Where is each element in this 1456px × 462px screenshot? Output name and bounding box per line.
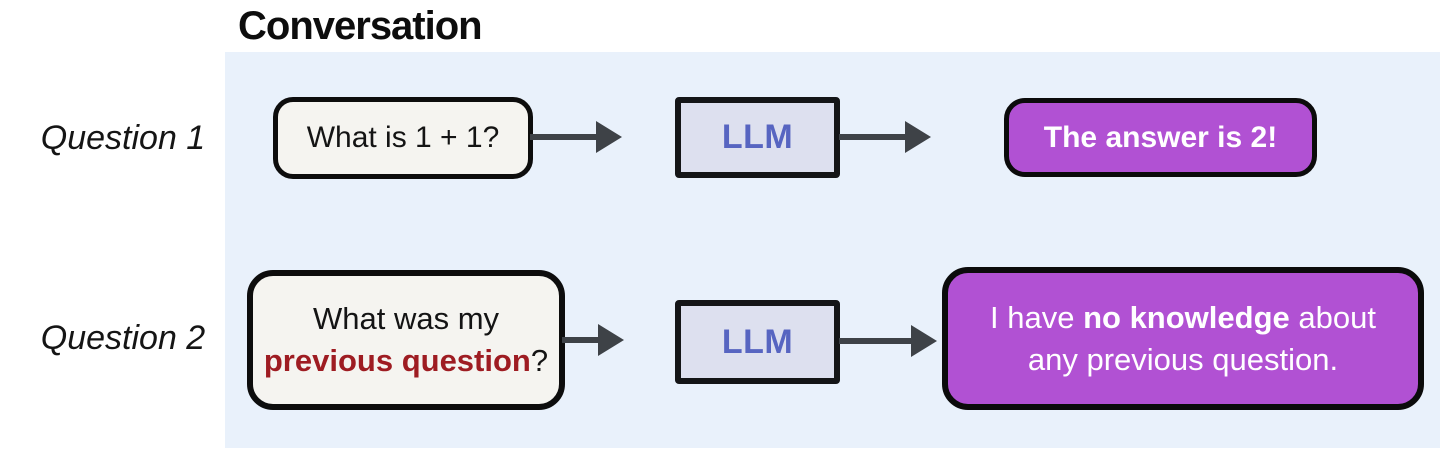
answer-2-bold-text: no knowledge bbox=[1083, 299, 1290, 335]
arrow-head bbox=[596, 121, 622, 153]
arrow-shaft bbox=[562, 337, 598, 343]
answer-2-prefix: I have bbox=[990, 299, 1084, 335]
arrow-head bbox=[905, 121, 931, 153]
answer-2-middle: about bbox=[1289, 299, 1376, 335]
arrow-shaft bbox=[530, 134, 596, 140]
arrow-right-icon bbox=[839, 325, 937, 357]
llm-box-1: LLM bbox=[675, 97, 840, 178]
question-1-text: What is 1 + 1? bbox=[306, 121, 500, 154]
question-2-line-2: previous question? bbox=[264, 340, 548, 382]
llm-label: LLM bbox=[721, 322, 794, 361]
answer-1-text: The answer is 2! bbox=[1043, 120, 1278, 154]
answer-1-bubble: The answer is 2! bbox=[1004, 98, 1317, 177]
question-2-highlight-text: previous question bbox=[263, 343, 531, 378]
llm-box-2: LLM bbox=[675, 300, 840, 384]
question-2-line-1: What was my bbox=[313, 298, 499, 340]
arrow-head bbox=[911, 325, 937, 357]
question-2-text: What was my bbox=[312, 301, 500, 336]
arrow-right-icon bbox=[839, 121, 931, 153]
question-1-bubble: What is 1 + 1? bbox=[273, 97, 533, 179]
question-2-row-label: Question 2 bbox=[40, 319, 206, 357]
llm-label: LLM bbox=[721, 118, 794, 156]
question-2-suffix: ? bbox=[530, 343, 549, 378]
arrow-shaft bbox=[839, 338, 911, 344]
arrow-right-icon bbox=[562, 324, 624, 356]
arrow-head bbox=[598, 324, 624, 356]
answer-2-bubble: I have no knowledge about any previous q… bbox=[942, 267, 1424, 410]
diagram-title: Conversation bbox=[238, 4, 483, 48]
answer-2-text: any previous question. bbox=[1027, 341, 1339, 377]
arrow-shaft bbox=[839, 134, 905, 140]
answer-2-line-2: any previous question. bbox=[1028, 339, 1338, 381]
question-2-bubble: What was my previous question? bbox=[247, 270, 565, 410]
arrow-right-icon bbox=[530, 121, 622, 153]
answer-2-line-1: I have no knowledge about bbox=[990, 297, 1376, 339]
question-1-row-label: Question 1 bbox=[40, 119, 206, 157]
